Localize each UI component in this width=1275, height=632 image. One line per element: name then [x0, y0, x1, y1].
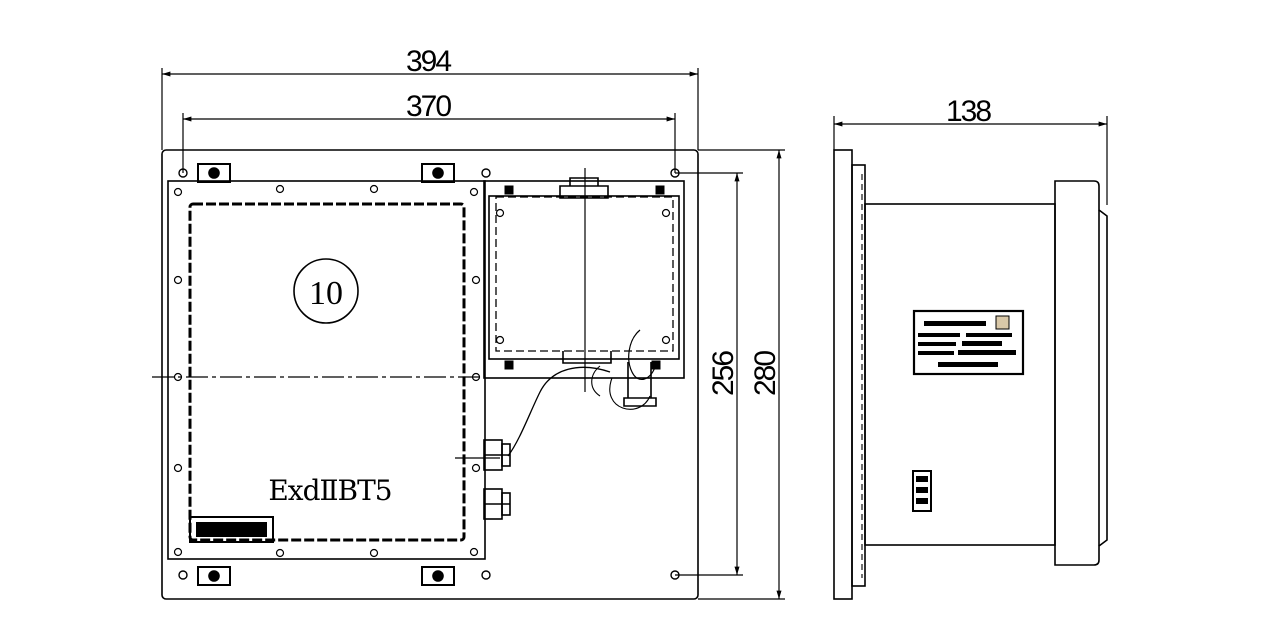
cover-bolts	[173, 184, 481, 558]
dimension-lines	[161, 68, 1108, 600]
front-view	[152, 149, 699, 600]
side-nameplate	[912, 309, 1025, 376]
mounting-plate	[161, 149, 699, 600]
dimension-overall-width: 394	[406, 45, 451, 78]
junction-cable-gland	[623, 362, 657, 407]
side-view	[833, 149, 1108, 600]
junction-box-bottom-tab	[562, 351, 612, 364]
ground-terminal	[912, 470, 932, 512]
side-back-plate	[833, 149, 853, 600]
dimension-hole-spacing-height: 256	[707, 351, 740, 396]
internal-wire	[507, 366, 611, 457]
junction-box-outer	[483, 180, 685, 379]
junction-box-inner	[488, 195, 680, 360]
dimension-overall-height: 280	[749, 351, 782, 396]
junction-box-top-tab	[559, 185, 609, 199]
dimension-depth: 138	[946, 95, 991, 128]
side-cover-flange	[1054, 180, 1108, 566]
side-body-flange	[851, 164, 866, 587]
item-number: 10	[309, 275, 343, 312]
enclosure-cover	[188, 202, 466, 542]
side-cable-glands	[455, 439, 511, 520]
cover-nameplate	[189, 516, 274, 543]
mounting-lugs	[197, 163, 455, 586]
dimension-hole-spacing-width: 370	[406, 90, 451, 123]
enclosure-body	[167, 180, 486, 560]
ex-protection-marking: ExdⅡBT5	[268, 474, 391, 507]
junction-box-screws	[504, 185, 665, 370]
item-balloon	[293, 258, 359, 324]
